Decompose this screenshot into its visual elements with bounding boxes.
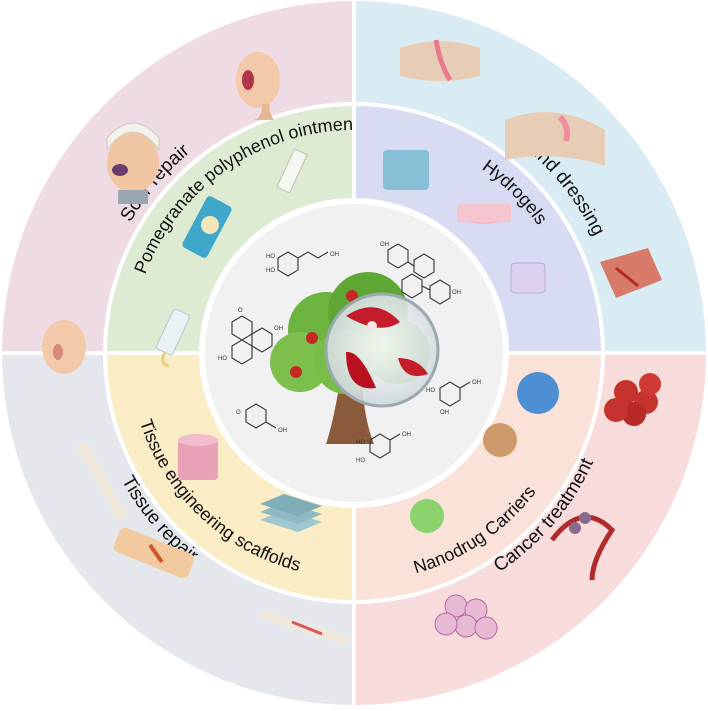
svg-text:OH: OH [452,290,461,296]
porous-scaffold-icon [178,434,218,480]
cell-cluster-icon [434,594,498,640]
svg-text:OH: OH [402,432,411,438]
hydrogel-block-icon [383,150,429,190]
tumor-cells-icon [604,373,661,426]
chem-structure-punicalagin: OH OH [380,242,461,305]
bone-icon [77,443,127,519]
bandaged-head-icon [106,122,160,204]
wound-tissue-icon [600,248,662,298]
cream-tube-icon [156,308,190,368]
chem-structure-ellagic: O OH HO [218,308,283,365]
svg-text:HO: HO [356,440,365,446]
svg-text:HO: HO [266,268,275,274]
svg-text:HO: HO [218,356,227,362]
svg-text:HO: HO [426,388,435,394]
svg-text:OH: OH [472,380,481,386]
svg-text:OH: OH [278,428,287,434]
svg-text:OH: OH [274,326,283,332]
muscle-repair-icon [113,527,195,579]
blood-vessel-icon [550,512,616,581]
svg-text:HO: HO [266,254,275,260]
face-cheek-scar-icon [42,320,86,374]
nanoparticle-green-icon [410,499,444,533]
chem-structure-gallic: OH HO OH [426,380,481,416]
svg-text:OH: OH [330,252,339,258]
nanoparticle-tan-icon [483,423,517,457]
face-scar-icon [236,52,280,120]
svg-text:O: O [236,410,241,416]
hydrogel-film-icon [510,262,546,294]
layered-scaffold-icon [260,494,322,532]
svg-text:OH: OH [380,242,389,248]
svg-text:O: O [238,308,243,314]
nanoparticle-blue-icon [517,372,559,414]
skin-dressing-icon [505,112,605,166]
bone-fracture-icon [259,610,349,645]
magnifier-pomegranate-icon [324,292,440,408]
chem-structure-caffeic: OH HO HO [266,251,339,277]
hydrogel-disc-icon [457,204,511,224]
chem-structure-protocatechuic: OH HO HO [356,432,411,464]
svg-text:OH: OH [440,410,449,416]
chem-structure-pyranone: O OH [236,403,287,434]
ointment-tube-icon [276,148,308,194]
svg-text:HO: HO [356,458,365,464]
ointment-tube-blue-icon [182,196,232,258]
skin-wound-icon [400,39,480,82]
